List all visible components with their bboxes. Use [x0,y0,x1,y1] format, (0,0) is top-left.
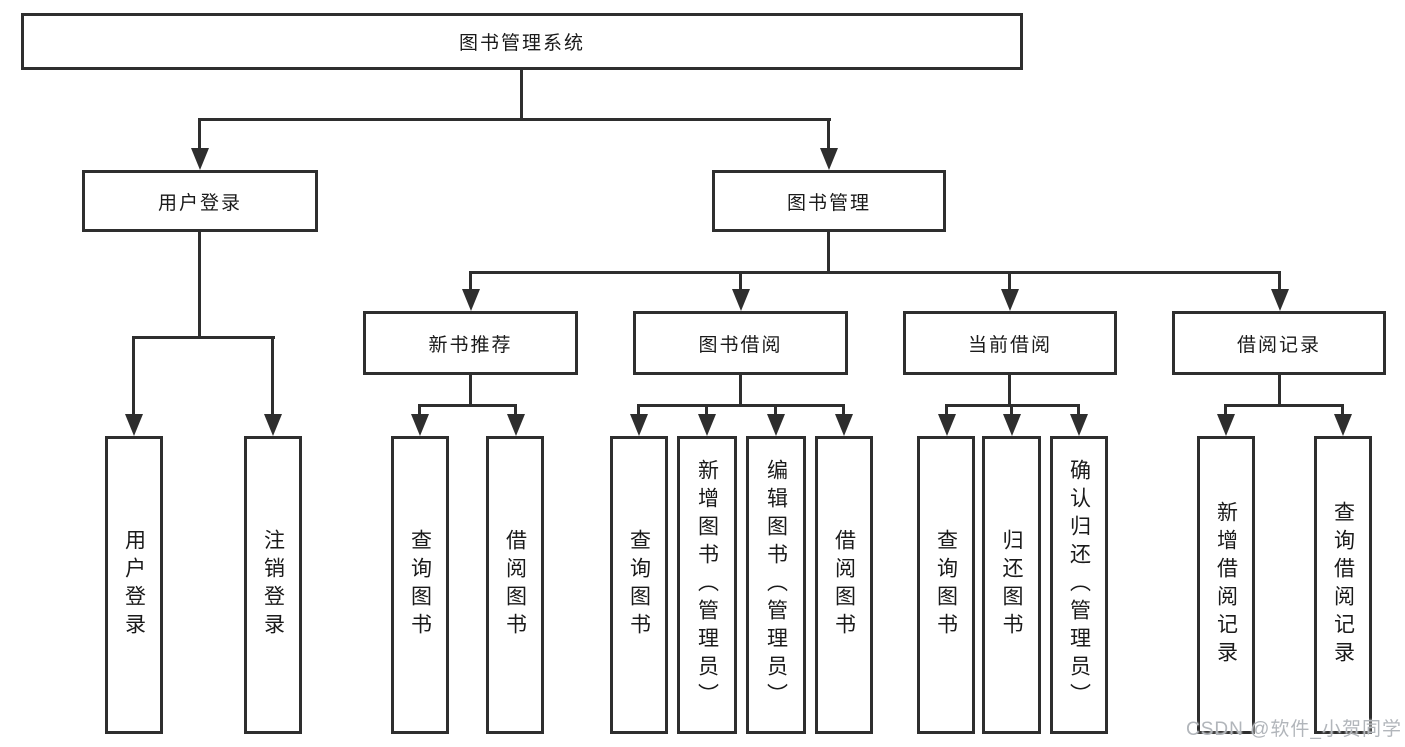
leaf-records-add-record: 新增借阅记录 [1197,436,1255,734]
leaf-label: 查询图书 [408,529,432,641]
node-label: 借阅记录 [1236,334,1321,356]
connector-line [271,336,274,416]
arrowhead-down [411,414,429,436]
arrowhead-down [630,414,648,436]
leaf-label: 编辑图书（管理员） [764,459,788,711]
arrowhead-down [507,414,525,436]
connector-line [198,118,201,152]
connector-line [827,118,830,152]
leaf-label: 新增借阅记录 [1214,501,1238,669]
connector-line [739,375,742,407]
connector-line [842,404,845,418]
leaf-newbooks-query-books: 查询图书 [391,436,449,734]
connector-line [132,336,275,339]
leaf-current-query-books: 查询图书 [917,436,975,734]
connector-line [637,404,845,407]
connector-line [739,271,742,293]
node-label: 图书管理 [786,192,871,214]
connector-line [418,404,517,407]
csdn-watermark: CSDN @软件_小贺同学 [1186,719,1402,740]
arrowhead-down [1217,414,1235,436]
leaf-borrowing-borrow-books: 借阅图书 [815,436,873,734]
leaf-current-confirm-return-admin: 确认归还（管理员） [1050,436,1108,734]
connector-line [774,404,777,418]
connector-line [1077,404,1080,418]
arrowhead-down [938,414,956,436]
connector-line [514,404,517,418]
connector-line [945,404,948,418]
leaf-borrowing-add-books-admin: 新增图书（管理员） [677,436,737,734]
node-label: 新书推荐 [428,334,513,356]
arrowhead-down [835,414,853,436]
connector-line [1278,271,1281,293]
node-label: 图书管理系统 [458,33,585,54]
leaf-records-query-record: 查询借阅记录 [1314,436,1372,734]
connector-line [1008,375,1011,407]
arrowhead-down [698,414,716,436]
leaf-borrowing-edit-books-admin: 编辑图书（管理员） [746,436,806,734]
node-user-login: 用户登录 [82,170,318,232]
connector-line [1341,404,1344,418]
connector-line [198,232,201,339]
connector-line [1224,404,1227,418]
connector-line [1224,404,1344,407]
connector-line [1278,375,1281,405]
connector-line [198,118,831,121]
arrowhead-down [125,414,143,436]
connector-line [469,375,472,407]
node-label: 当前借阅 [967,334,1052,356]
leaf-label: 确认归还（管理员） [1067,459,1091,711]
arrowhead-down [1001,289,1019,311]
leaf-label: 归还图书 [1000,529,1023,641]
connector-line [1008,271,1011,293]
connector-line [827,232,830,274]
leaf-logout: 注销登录 [244,436,302,734]
arrowhead-down [1003,414,1021,436]
arrowhead-down [732,289,750,311]
connector-line [132,336,135,416]
arrowhead-down [767,414,785,436]
connector-line [1010,404,1013,418]
node-label: 用户登录 [157,192,242,214]
connector-line [705,404,708,418]
leaf-label: 查询借阅记录 [1331,501,1355,669]
node-book-borrowing: 图书借阅 [633,311,848,375]
node-current-borrowing: 当前借阅 [903,311,1117,375]
arrowhead-down [264,414,282,436]
connector-line [418,404,421,418]
arrowhead-down [1334,414,1352,436]
connector-line [469,271,472,293]
leaf-current-return-books: 归还图书 [982,436,1041,734]
arrowhead-down [820,148,838,170]
leaf-label: 借阅图书 [503,529,527,641]
leaf-label: 用户登录 [122,529,146,641]
node-new-book-recommendation: 新书推荐 [363,311,578,375]
leaf-newbooks-borrow-books: 借阅图书 [486,436,544,734]
node-label: 图书借阅 [698,334,783,356]
node-borrowing-records: 借阅记录 [1172,311,1386,375]
connector-line [520,70,523,118]
leaf-borrowing-query-books: 查询图书 [610,436,668,734]
leaf-label: 借阅图书 [832,529,856,641]
arrowhead-down [1271,289,1289,311]
arrowhead-down [191,148,209,170]
node-book-management: 图书管理 [712,170,946,232]
leaf-label: 新增图书（管理员） [695,459,719,711]
arrowhead-down [462,289,480,311]
node-library-management-system: 图书管理系统 [21,13,1023,70]
leaf-label: 注销登录 [261,529,285,641]
connector-line [469,271,1281,274]
leaf-user-login: 用户登录 [105,436,163,734]
connector-line [637,404,640,418]
leaf-label: 查询图书 [627,529,651,641]
arrowhead-down [1070,414,1088,436]
leaf-label: 查询图书 [934,529,958,641]
